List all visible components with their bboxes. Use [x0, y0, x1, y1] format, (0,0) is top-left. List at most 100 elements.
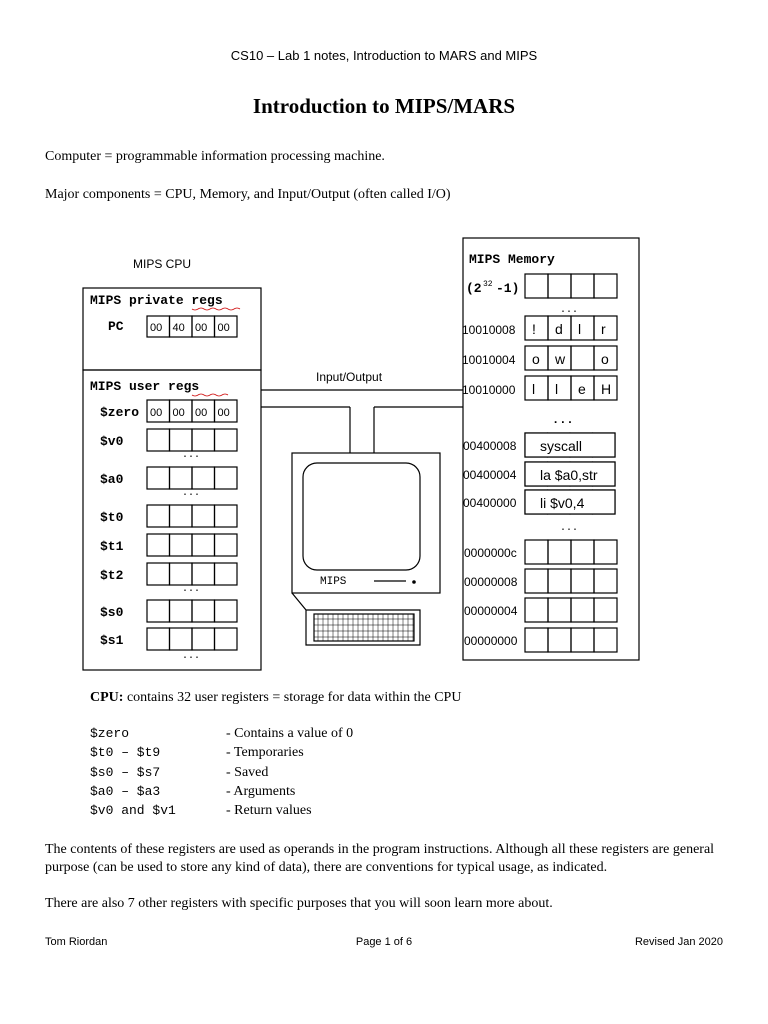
memory-char: !: [532, 321, 536, 337]
ellipsis: ...: [182, 584, 200, 595]
user-reg-cell: [168, 428, 193, 452]
pc-byte-value: 00: [150, 322, 162, 334]
memory-address: 00000008: [464, 575, 518, 589]
instruction-cell: [524, 432, 616, 458]
spellcheck-underline: [191, 393, 229, 397]
memory-cell: [524, 273, 549, 299]
register-description: - Saved: [226, 764, 269, 780]
user-reg-cell: [146, 599, 171, 623]
user-reg-cell: [213, 399, 238, 423]
memory-cell: [593, 568, 618, 594]
user-reg-cell: [146, 466, 171, 490]
user-reg-cell: [146, 627, 171, 651]
pc-label: PC: [108, 319, 124, 334]
user-reg-cell: [213, 533, 238, 557]
register-name: $t0 – $t9: [90, 745, 161, 761]
memory-address: 00000000: [464, 634, 518, 648]
zero-byte-value: 00: [150, 407, 162, 419]
memory-label: MIPS Memory: [469, 252, 555, 267]
memory-cell: [524, 375, 549, 401]
memory-box: [462, 237, 640, 661]
user-reg-cell: [191, 466, 216, 490]
monitor-case: [291, 452, 441, 594]
register-row: $a0 – $a3- Arguments: [90, 784, 490, 803]
memory-cell: [547, 597, 572, 623]
memory-cell: [593, 375, 618, 401]
user-reg-cell: [146, 562, 171, 586]
paragraph-other-registers: There are also 7 other registers with sp…: [45, 896, 553, 911]
user-reg-label: $v0: [100, 434, 124, 449]
memory-address: 00400008: [463, 439, 517, 453]
ellipsis: ...: [182, 450, 200, 461]
user-reg-cell: [191, 599, 216, 623]
memory-top-suffix: -1): [496, 281, 519, 296]
user-reg-cell: [191, 533, 216, 557]
user-reg-cell: [146, 533, 171, 557]
memory-char: e: [578, 381, 586, 397]
instruction-cell: [524, 489, 616, 515]
monitor-screen: [302, 462, 421, 571]
user-reg-label: $s1: [100, 633, 124, 648]
ellipsis: ...: [182, 488, 200, 499]
memory-cell: [593, 627, 618, 653]
monitor-power-dot: [412, 580, 416, 584]
zero-byte-value: 00: [218, 407, 230, 419]
register-description: - Contains a value of 0: [226, 726, 354, 741]
footer-author: Tom Riordan: [45, 936, 108, 948]
paragraph-registers-usage: The contents of these registers are used…: [45, 842, 715, 875]
user-reg-cell: [146, 428, 171, 452]
memory-cell: [547, 568, 572, 594]
user-reg-cell: [213, 504, 238, 528]
user-reg-cell: [213, 428, 238, 452]
memory-address: 00000004: [464, 604, 518, 618]
memory-address: 10010000: [462, 383, 516, 397]
register-name: $v0 and $v1: [90, 803, 176, 819]
intro-line-2: Major components = CPU, Memory, and Inpu…: [45, 187, 451, 202]
memory-cell: [570, 539, 595, 565]
user-reg-label: $a0: [100, 472, 124, 487]
user-reg-label: $s0: [100, 605, 124, 620]
memory-address: 00400004: [463, 468, 517, 482]
register-name: $s0 – $s7: [90, 764, 161, 780]
memory-cell: [570, 568, 595, 594]
user-reg-cell: [213, 466, 238, 490]
user-reg-cell: [168, 504, 193, 528]
memory-cell: [524, 597, 549, 623]
memory-char: H: [601, 381, 611, 397]
user-reg-cell: [213, 599, 238, 623]
memory-cell: [547, 375, 572, 401]
private-regs-label: MIPS private regs: [90, 293, 223, 308]
memory-cell: [547, 273, 572, 299]
register-row: $s0 – $s7 - Saved: [90, 765, 490, 784]
keyboard-outline: [291, 592, 421, 646]
memory-char: o: [601, 351, 609, 367]
page-title: Introduction to MIPS/MARS: [252, 94, 516, 118]
pc-byte-cell: [213, 315, 238, 338]
memory-char: r: [601, 321, 606, 337]
register-table: $zero- Contains a value of 0$t0 – $t9- T…: [90, 726, 490, 822]
spellcheck-underline: [191, 307, 241, 311]
keyboard-keys-area: [313, 613, 415, 642]
memory-char: l: [532, 381, 535, 397]
register-row: $t0 – $t9- Temporaries: [90, 745, 490, 764]
memory-instruction: li $v0,4: [540, 495, 585, 511]
memory-cell: [570, 315, 595, 341]
memory-char: d: [555, 321, 563, 337]
user-reg-label: $t2: [100, 568, 124, 583]
memory-cell: [570, 597, 595, 623]
memory-cell: [593, 273, 618, 299]
zero-byte-value: 00: [195, 407, 207, 419]
user-reg-label: $t1: [100, 539, 124, 554]
user-regs-box: [82, 369, 262, 671]
memory-char: l: [555, 381, 558, 397]
register-row: $zero- Contains a value of 0: [90, 726, 490, 745]
memory-address: 10010004: [462, 353, 516, 367]
user-reg-cell: [213, 627, 238, 651]
cpu-note-text: contains 32 user registers = storage for…: [123, 690, 462, 705]
pc-byte-value: 40: [173, 322, 185, 334]
monitor-label: MIPS: [320, 576, 347, 588]
user-reg-cell: [191, 504, 216, 528]
memory-cell: [547, 627, 572, 653]
memory-cell: [593, 315, 618, 341]
register-row: $v0 and $v1- Return values: [90, 803, 490, 822]
